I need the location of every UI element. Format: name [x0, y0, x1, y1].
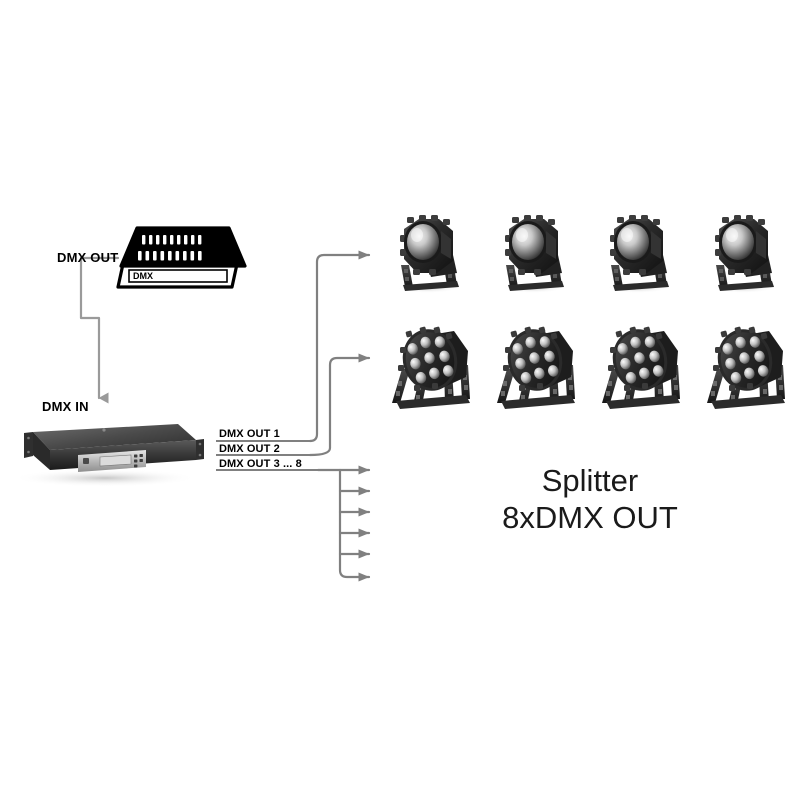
fixture-par-1 — [397, 215, 459, 293]
lighting-console — [116, 226, 247, 289]
splitter-top-face — [33, 424, 196, 450]
title-line-1: Splitter — [541, 463, 639, 498]
splitter-lcd-display — [99, 454, 132, 467]
connector-out-3-8-branches — [338, 465, 371, 559]
fixture-led-par-2 — [497, 326, 575, 409]
fixture-par-4 — [712, 215, 774, 293]
connector-out-3-8-trunk — [316, 468, 371, 582]
splitter-control-knob — [83, 458, 89, 464]
console-button-block — [212, 246, 237, 261]
connector-out-1-to-row-1 — [308, 250, 371, 443]
label-dmx-out: DMX OUT — [57, 250, 119, 265]
splitter-top-vent — [102, 428, 106, 432]
console-fader-row-2 — [135, 249, 208, 262]
splitter-buttons — [134, 454, 143, 468]
label-dmx-out-1: DMX OUT 1 — [219, 428, 280, 440]
splitter-rack-ear-left — [24, 432, 33, 458]
splitter-left-face — [33, 432, 50, 470]
fixture-par-3 — [607, 215, 669, 293]
connector-console-to-splitter — [79, 256, 120, 404]
title-line-2: 8xDMX OUT — [502, 500, 678, 535]
dmx-splitter — [13, 424, 204, 487]
console-display — [213, 233, 227, 239]
connector-out-2-to-row-2 — [308, 353, 371, 457]
splitter-shadow — [13, 469, 197, 487]
label-console-port: DMX — [133, 271, 153, 281]
fixture-par-2 — [502, 215, 564, 293]
console-port-frame — [128, 269, 228, 283]
splitter-rack-ear-right — [196, 439, 204, 460]
console-fader-row-1 — [139, 233, 206, 246]
label-dmx-out-3-8: DMX OUT 3 ... 8 — [219, 458, 302, 470]
fixture-row-1 — [397, 215, 774, 293]
fixture-led-par-1 — [392, 326, 470, 409]
label-dmx-out-2: DMX OUT 2 — [219, 443, 280, 455]
fixture-led-par-3 — [602, 326, 680, 409]
label-dmx-in: DMX IN — [42, 399, 89, 414]
fixture-led-par-4 — [707, 326, 785, 409]
fixture-row-2 — [392, 326, 785, 409]
